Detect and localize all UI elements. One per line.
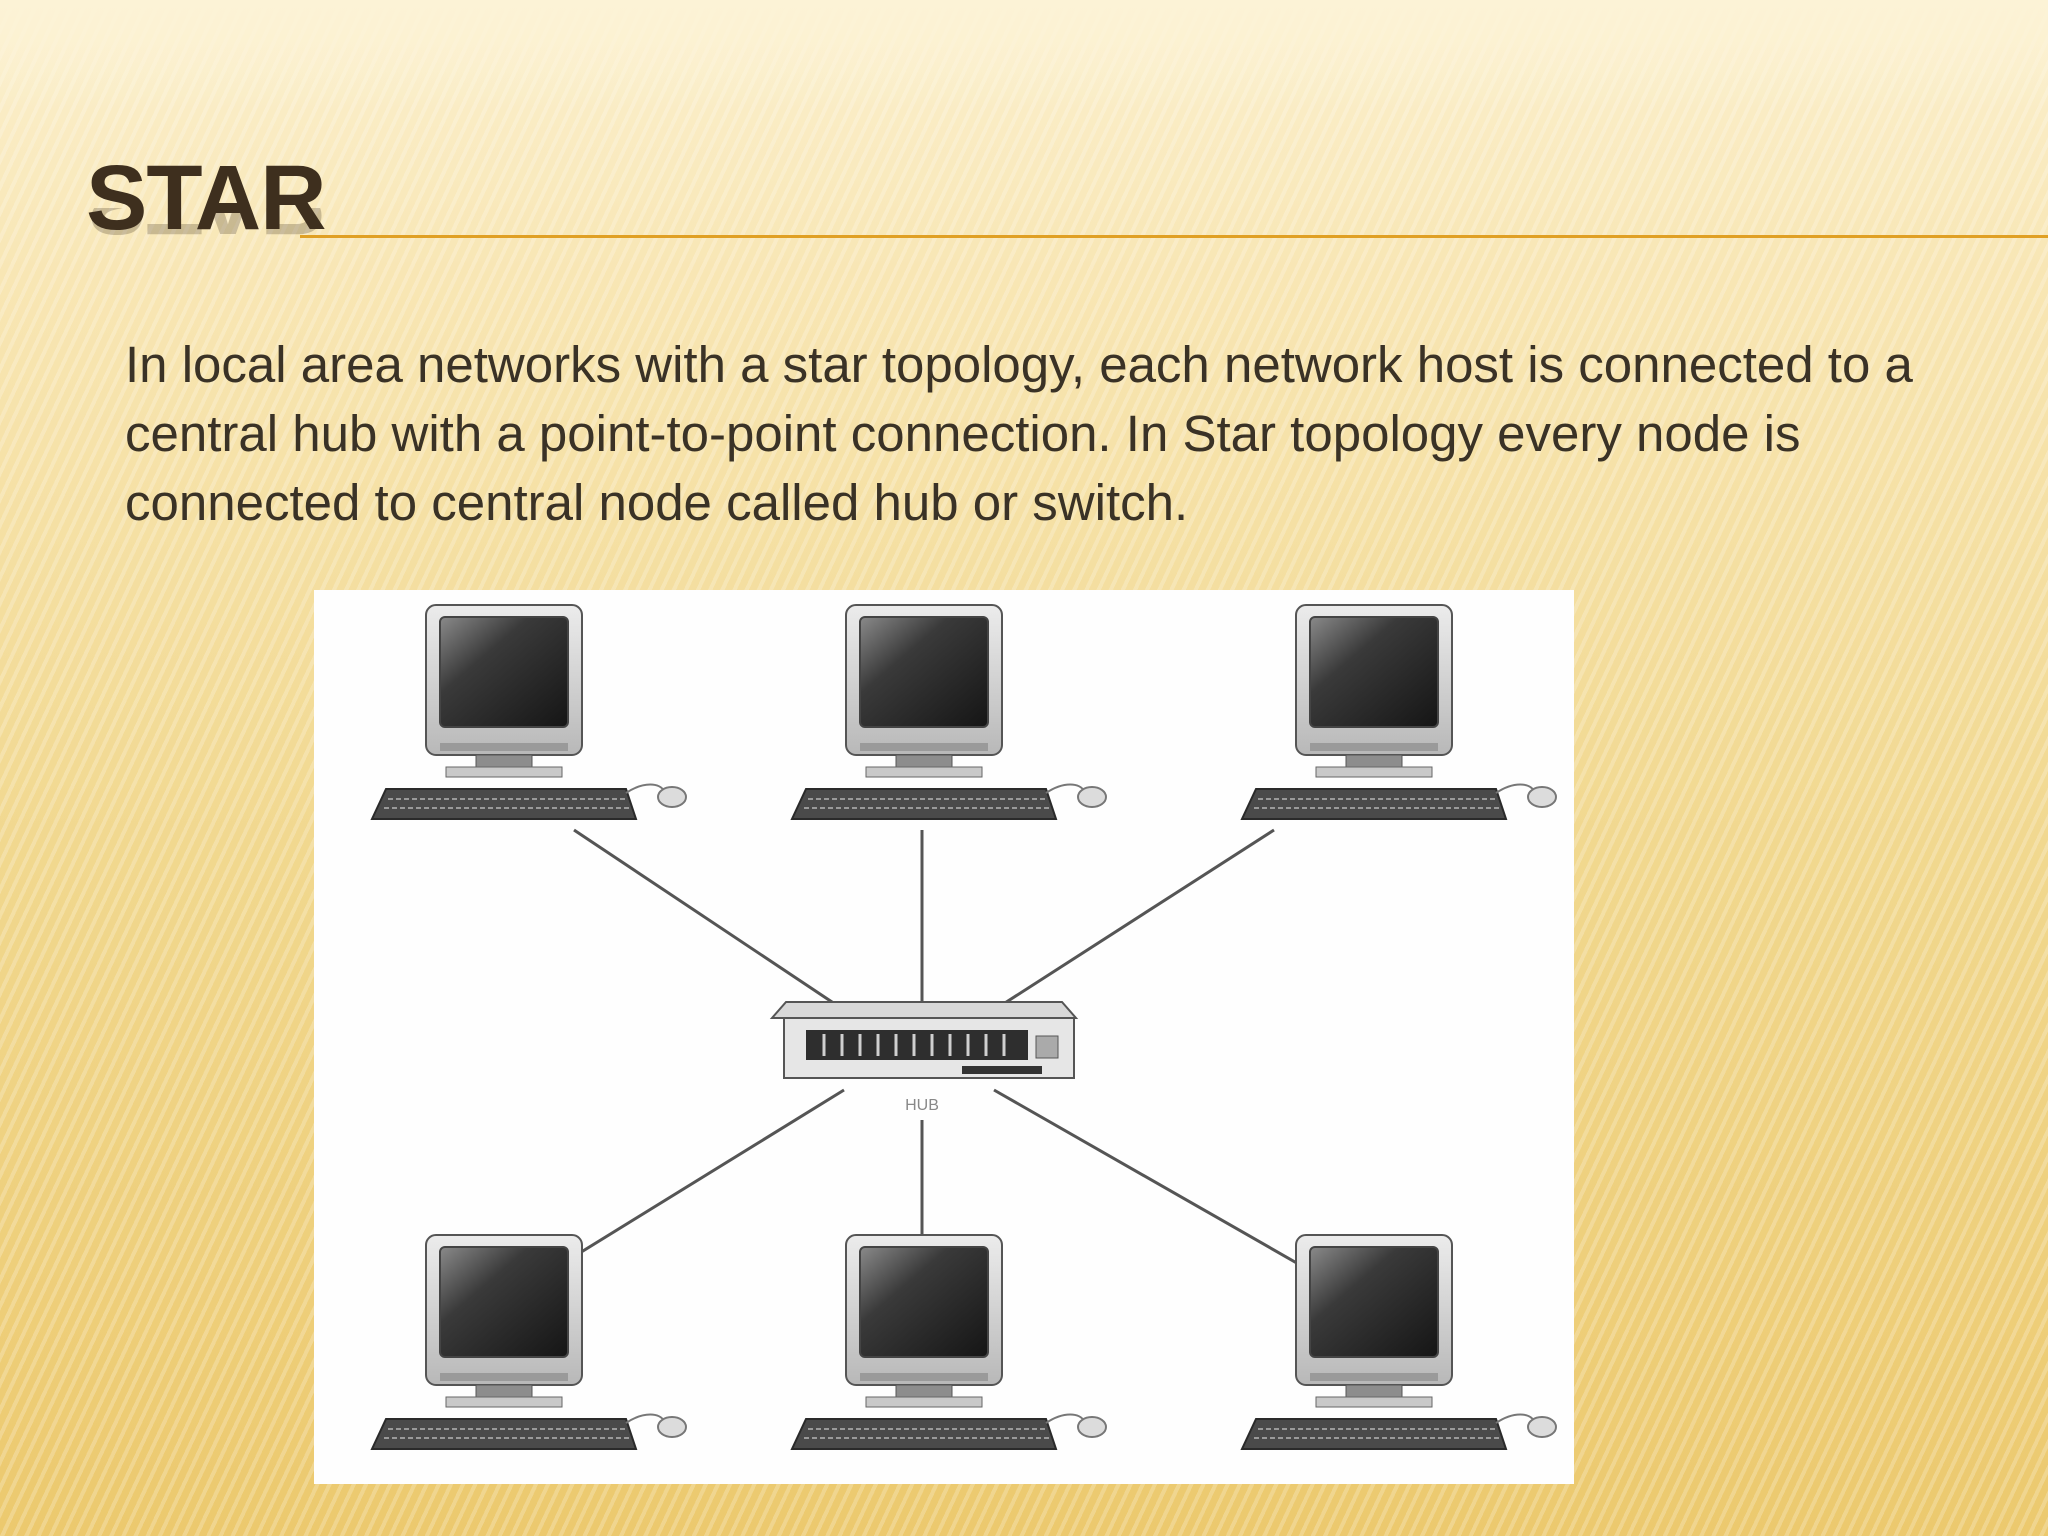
background-top-band — [0, 0, 2048, 110]
computer-top-left-icon — [371, 604, 687, 820]
hub-icon — [769, 1001, 1079, 1079]
star-topology-diagram: HUB — [314, 590, 1574, 1484]
title-reflection: STAR — [86, 208, 326, 248]
slide-body-text: In local area networks with a star topol… — [125, 336, 1913, 531]
slide-title: STAR — [86, 147, 327, 249]
computer-bottom-center-icon — [791, 1234, 1107, 1450]
computer-bottom-right-icon — [1241, 1234, 1557, 1450]
computer-top-right-icon — [1241, 604, 1557, 820]
hub-label: HUB — [905, 1097, 939, 1114]
network-cables — [543, 828, 1310, 1277]
computer-top-center-icon — [791, 604, 1107, 820]
computer-bottom-left-icon — [371, 1234, 687, 1450]
title-underline — [300, 235, 2048, 238]
